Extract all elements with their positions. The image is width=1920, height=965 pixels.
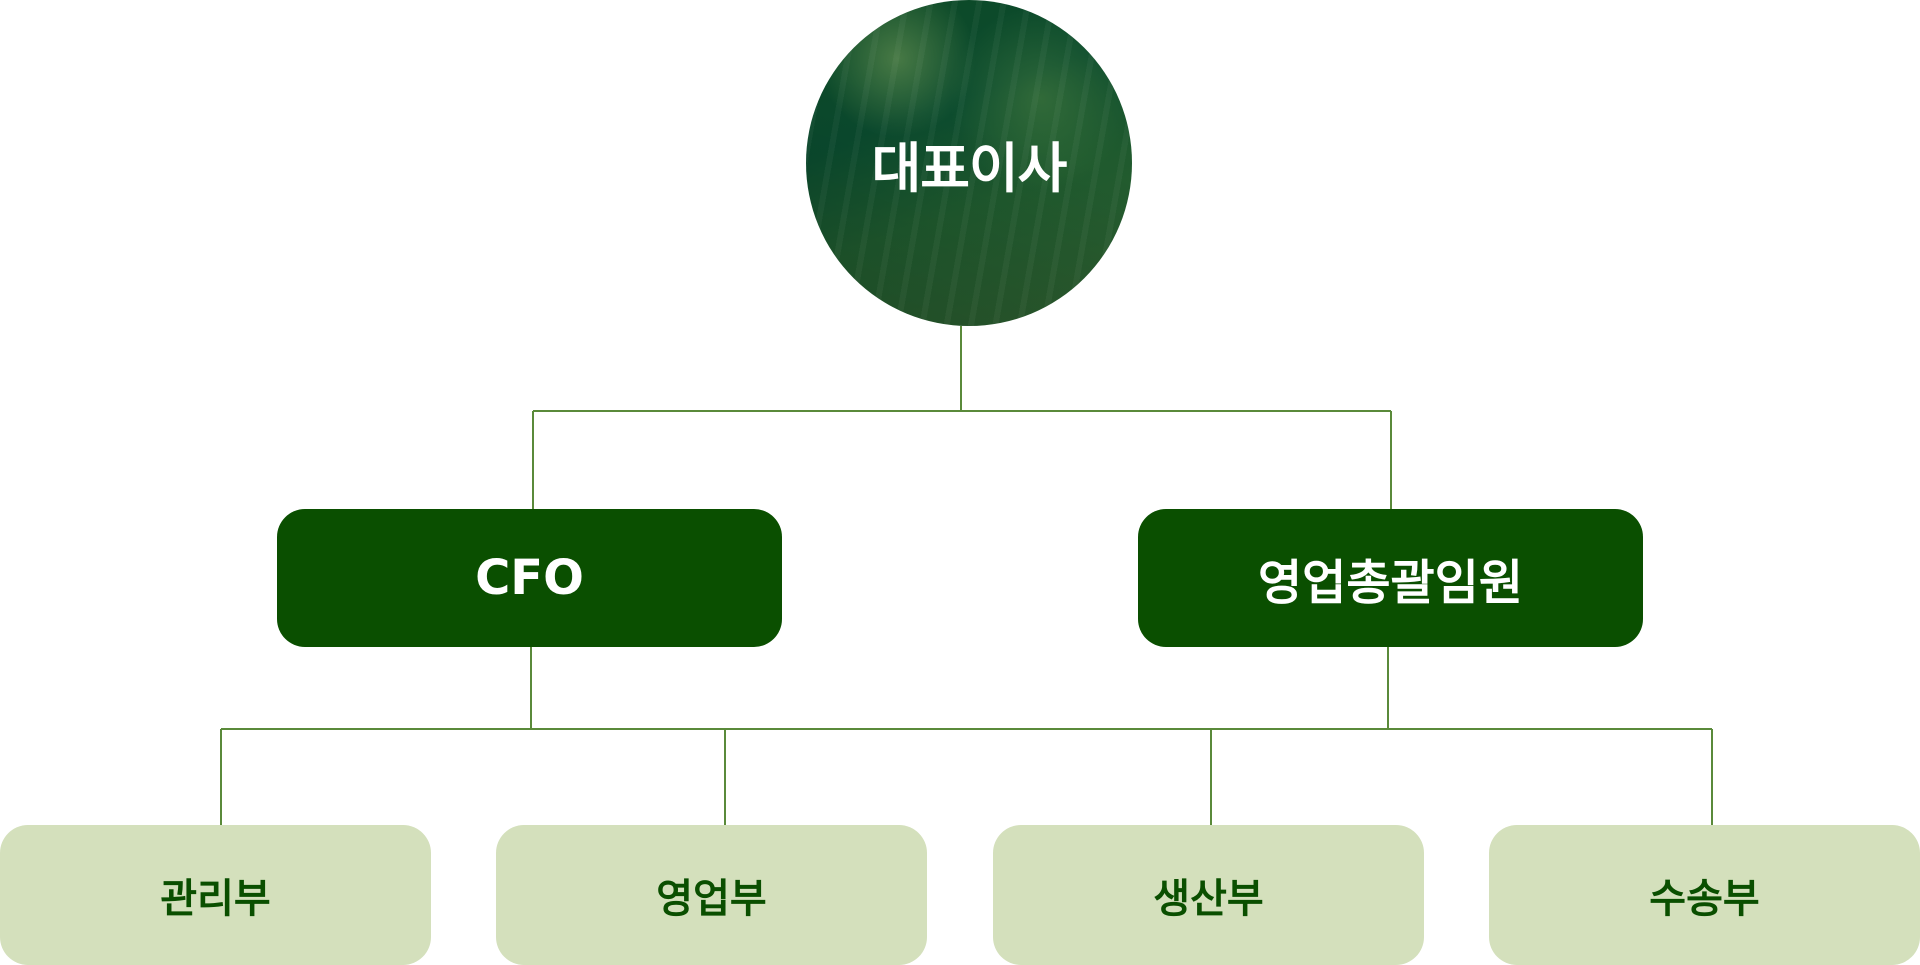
department-sales-node: 영업부	[496, 825, 927, 965]
ceo-label: 대표이사	[871, 136, 1068, 200]
cfo-label: CFO	[475, 550, 584, 606]
cfo-node: CFO	[277, 509, 782, 647]
department-production-node: 생산부	[993, 825, 1424, 965]
sales-executive-node: 영업총괄임원	[1138, 509, 1643, 647]
department-admin-node: 관리부	[0, 825, 431, 965]
sales-executive-label: 영업총괄임원	[1258, 555, 1523, 611]
ceo-node: 대표이사	[806, 0, 1132, 326]
department-admin-label: 관리부	[160, 876, 271, 922]
department-sales-label: 영업부	[656, 876, 767, 922]
department-transport-label: 수송부	[1649, 876, 1760, 922]
department-production-label: 생산부	[1153, 876, 1264, 922]
department-transport-node: 수송부	[1489, 825, 1920, 965]
